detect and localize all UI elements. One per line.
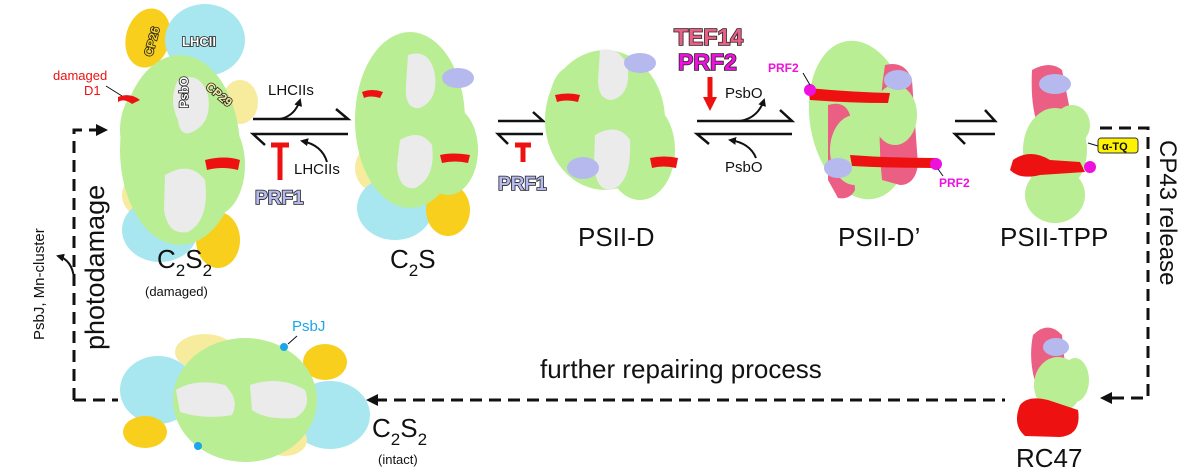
- psbj-mn-cluster-label: PsbJ, Mn-cluster: [31, 228, 48, 340]
- bottom-arrowhead: [366, 394, 378, 406]
- reaction-4-arrows: [951, 109, 998, 145]
- psii-d-complex: [545, 49, 678, 200]
- tef14-label: TEF14: [674, 24, 743, 50]
- prf1-label-1: PRF1: [255, 188, 304, 209]
- lhciis-bind-curve: [300, 138, 328, 163]
- prf2-right-label: PRF2: [939, 176, 970, 190]
- lhciis-release-curve: [279, 98, 303, 120]
- psbj-dot-top: [280, 343, 288, 351]
- rc47-complex: [1016, 327, 1089, 437]
- reaction-1-arrows: [249, 98, 352, 180]
- c2s2-intact-name: C2S2: [372, 413, 427, 449]
- lhcii-label: LHCII: [182, 34, 216, 49]
- psbj-dot-bottom: [194, 442, 202, 450]
- psbj-label: PsbJ: [292, 318, 325, 335]
- rc47-arrowhead: [1100, 392, 1112, 404]
- c2s2-intact-complex: [120, 334, 370, 462]
- prf2-dot-right: [930, 158, 942, 170]
- psii-d-prime-complex: [802, 40, 944, 200]
- photodamage-label: photodamage: [80, 185, 110, 350]
- rc47-name: RC47: [1016, 443, 1082, 473]
- c2s2-intact-note: (intact): [378, 452, 418, 467]
- psbo-forward-label: PsbO: [725, 85, 763, 102]
- right-dashed-line: [1100, 126, 1150, 400]
- prf2-promoter-label: PRF2: [678, 49, 737, 75]
- psbo-release-curve: [739, 98, 766, 122]
- psii-tpp-name: PSII-TPP: [1000, 222, 1108, 252]
- prf1-label-2: PRF1: [498, 174, 547, 195]
- left-dashed-line: [72, 128, 96, 400]
- reaction-2-arrows: [494, 111, 547, 162]
- psii-d-name: PSII-D: [578, 222, 655, 252]
- cp43-release-label: CP43 release: [1154, 140, 1181, 285]
- further-repairing-label: further repairing process: [540, 354, 822, 384]
- psbo-label: PsbO: [177, 77, 191, 108]
- alpha-tq-tag: [1097, 137, 1139, 154]
- c2s-complex: [355, 32, 478, 240]
- alpha-tq-label: α-TQ: [1102, 141, 1128, 153]
- psii-d-prime-name: PSII-D’: [838, 222, 920, 252]
- prf2-dot-left: [804, 84, 816, 96]
- psii-tpp-complex: [1010, 65, 1099, 223]
- c2s2-damaged-note: (damaged): [145, 284, 208, 299]
- cycle-path: [56, 124, 1150, 406]
- c2s2-damaged-complex: [118, 4, 258, 268]
- prf2-left-label: PRF2: [768, 61, 799, 75]
- lhciis-forward-label: LHCIIs: [268, 82, 314, 99]
- c2s-name: C2S: [390, 244, 436, 280]
- reaction-3-arrows: [693, 77, 796, 159]
- psbo-bind-curve: [728, 136, 757, 159]
- psbo-reverse-label: PsbO: [725, 159, 763, 176]
- damaged-d1-label-line1: damaged: [53, 68, 107, 83]
- c2s2-damaged-name: C2S2: [157, 244, 212, 280]
- lhciis-reverse-label: LHCIIs: [294, 161, 340, 178]
- damaged-d1-label-line2: D1: [84, 83, 101, 98]
- photodamage-arrowhead: [96, 124, 108, 136]
- damaged-d1-pointer: [105, 85, 123, 97]
- prf2-dot-tpp: [1084, 161, 1096, 173]
- release-curve-arrow: [56, 253, 75, 279]
